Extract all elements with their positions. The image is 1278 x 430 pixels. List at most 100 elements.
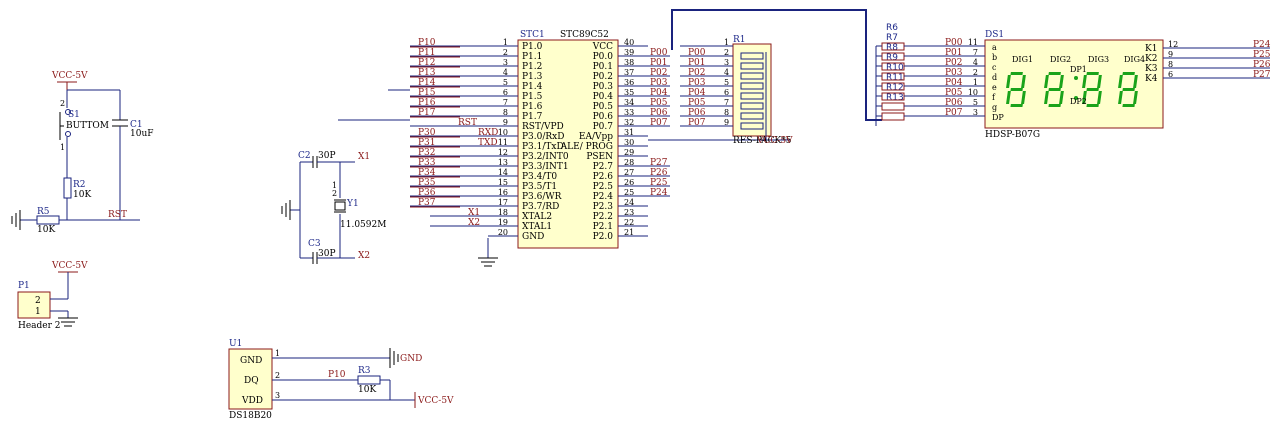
header-p1: P1 2 1 Header 2 VCC-5V [17, 261, 88, 331]
r2-value: 10K [73, 190, 91, 200]
mcu-designator: STC1 [520, 30, 545, 40]
mcu-net-label: P05 [650, 98, 668, 108]
display-pin-num: 1 [973, 78, 978, 87]
display-pin-name: g [992, 103, 997, 112]
mcu-net-label: P04 [650, 88, 668, 98]
display-pin-num: 3 [973, 108, 978, 117]
display-pin-name: c [992, 63, 997, 72]
rpack-pin-num: 5 [724, 78, 729, 87]
mcu-pin-num: 5 [503, 78, 508, 87]
mcu-net-label: P36 [418, 188, 436, 198]
mcu-pin-name: P3.5/T1 [522, 182, 557, 192]
mcu-pin-name: GND [522, 232, 544, 242]
mcu-pin-num: 28 [624, 158, 634, 167]
rpack-designator: R1 [733, 35, 746, 45]
mcu-pin-num: 15 [498, 178, 508, 187]
segment [1006, 91, 1011, 104]
mcu-net-label: P12 [418, 58, 436, 68]
display-net-label: P01 [945, 48, 963, 58]
rpack-body [732, 43, 772, 137]
mcu-pin-name: P0.6 [593, 112, 614, 122]
display-net-label: P02 [945, 58, 963, 68]
segment [1118, 75, 1123, 88]
sensor-pin-name: DQ [244, 376, 259, 386]
mcu-pin-name: P0.3 [593, 82, 614, 92]
segment [1086, 104, 1099, 107]
rpack-pin-num: 6 [724, 88, 729, 97]
r3-body [357, 375, 381, 385]
mcu-pin-num: 20 [498, 228, 508, 237]
display-pin-num: 5 [973, 98, 978, 107]
mcu-net-label: X2 [468, 218, 480, 228]
sensor-pin-num: 1 [275, 349, 280, 358]
mcu-net-label: P13 [418, 68, 436, 78]
mcu-pin-name: P2.4 [593, 192, 614, 202]
top-jumper [671, 9, 882, 121]
mcu-pin-num: 7 [503, 98, 508, 107]
mcu-pin-name: P0.1 [593, 62, 613, 72]
mcu-net-label: P33 [418, 158, 436, 168]
mcu-pin-num: 4 [503, 68, 508, 77]
rpack-pin-num: 1 [724, 38, 729, 47]
display-net-label: P04 [945, 78, 963, 88]
mcu-pin-num: 22 [624, 218, 634, 227]
display-net-label: P06 [945, 98, 963, 108]
mcu-pin-num: 40 [624, 38, 634, 47]
mcu-pin-num: 17 [498, 198, 508, 207]
mcu-pin-num: 21 [624, 228, 634, 237]
segment [1097, 91, 1102, 104]
display-com-name: K4 [1145, 74, 1158, 84]
rpack-resistor [740, 102, 764, 110]
mcu-pin-name: P1.6 [522, 102, 543, 112]
mcu-pin-name: P3.2/INT0 [522, 152, 569, 162]
mcu-pin-name: P0.5 [593, 102, 614, 112]
mcu-pin-num: 18 [498, 208, 508, 217]
c3-value: 30P [318, 249, 336, 259]
display-pin-name: DP [992, 113, 1004, 122]
display-pin-num: 11 [968, 38, 978, 47]
mcu-pin-num: 14 [498, 168, 508, 177]
display-net-label: P03 [945, 68, 963, 78]
rarray-resistor [881, 102, 905, 111]
segment [1086, 72, 1099, 75]
ground-icon [478, 257, 498, 267]
display-pin-num: 8 [1168, 60, 1173, 69]
rpack-net-label: P07 [688, 118, 706, 128]
crystal-pin-2: 2 [332, 189, 337, 198]
mcu-alt-label: RXD [478, 128, 498, 138]
digit-label: DIG1 [1012, 55, 1033, 64]
rarray-resistor [881, 112, 905, 121]
digit-label: DIG3 [1088, 55, 1109, 64]
switch-pin-2: 2 [60, 99, 65, 108]
mcu-pin-num: 26 [624, 178, 634, 187]
rpack-resistor [740, 52, 764, 60]
mcu-pin-name: P2.6 [593, 172, 614, 182]
r5-value: 10K [37, 225, 55, 235]
mcu-pin-num: 27 [624, 168, 634, 177]
mcu-net-label: P24 [650, 188, 668, 198]
mcu-pin-num: 2 [503, 48, 508, 57]
rarray-label: R11 [886, 73, 904, 83]
crystal-body [334, 201, 346, 211]
display-pin-num: 12 [1168, 40, 1178, 49]
mcu-pin-num: 16 [498, 188, 508, 197]
display-pin-num: 10 [968, 88, 978, 97]
rst-net-label: RST [108, 210, 127, 220]
mcu-pin-name: P1.3 [522, 72, 543, 82]
mcu-pin-name: P1.4 [522, 82, 543, 92]
r5-body [36, 215, 60, 225]
sensor-pin-name: VDD [241, 396, 263, 406]
mcu-net-label: P35 [418, 178, 436, 188]
segment [1010, 104, 1023, 107]
sensor-pin-name: GND [240, 356, 262, 366]
crystal-designator: Y1 [346, 199, 359, 209]
mcu-body [517, 39, 619, 249]
mcu-pin-num: 36 [624, 78, 634, 87]
rpack-pin-num: 9 [724, 118, 729, 127]
display-pin-name: d [992, 73, 997, 82]
rpack-part: RES-PACK*5 [733, 136, 792, 146]
